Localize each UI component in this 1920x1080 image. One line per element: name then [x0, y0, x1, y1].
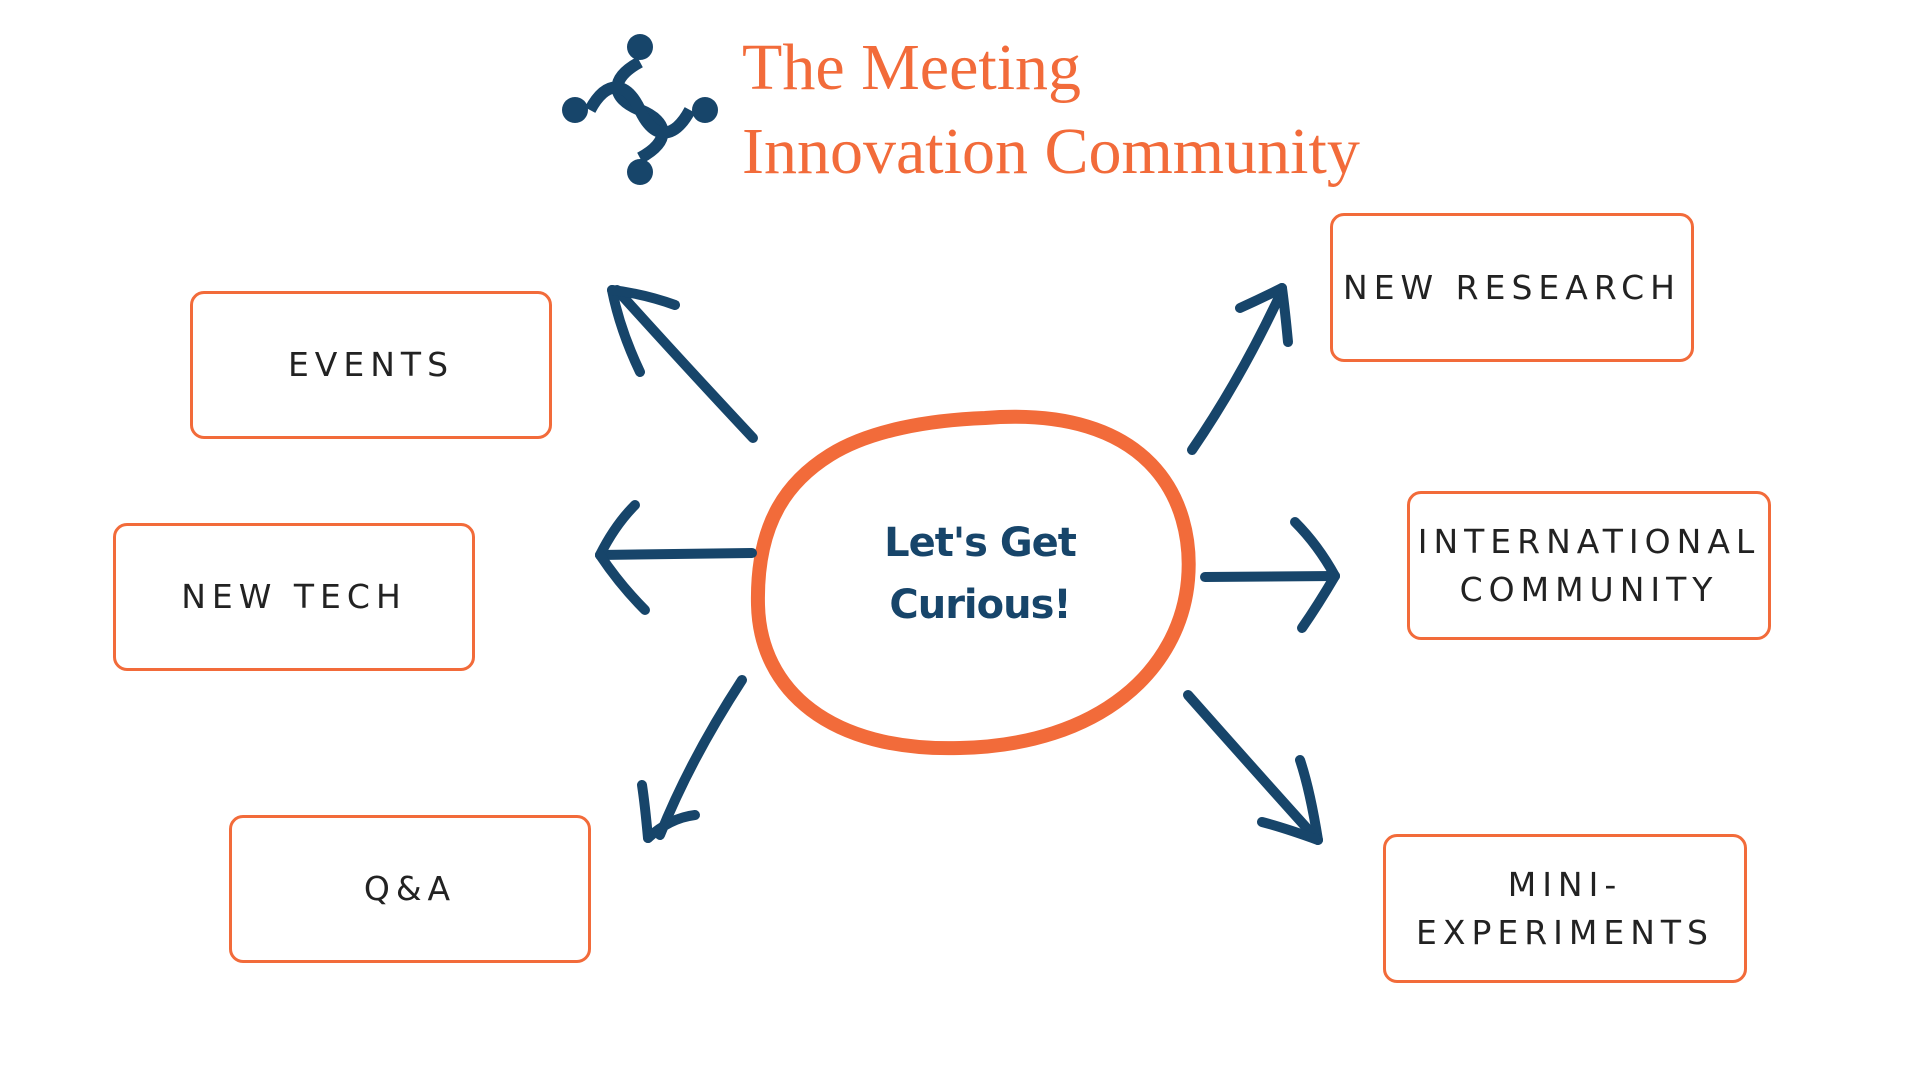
arrow-to-events — [607, 285, 758, 443]
node-international-community-label: INTERNATIONAL COMMUNITY — [1417, 521, 1761, 609]
node-events: EVENTS — [190, 291, 552, 439]
title-line-1: The Meeting — [742, 31, 1082, 104]
node-qa-label: Q&A — [363, 869, 457, 908]
center-ellipse — [750, 409, 1196, 756]
center-line-1: Let's Get — [884, 520, 1077, 566]
arrow-to-mini-experiments — [1183, 690, 1323, 845]
community-logo-icon — [562, 34, 718, 185]
center-line-2: Curious! — [889, 582, 1071, 628]
node-events-label: EVENTS — [287, 345, 455, 384]
arrow-to-international — [1200, 517, 1340, 633]
community-title: The Meeting Innovation Community — [742, 26, 1360, 194]
node-new-research-label: NEW RESEARCH — [1343, 267, 1681, 307]
arrow-to-new-research — [1187, 283, 1293, 455]
center-label: Let's Get Curious! — [810, 512, 1150, 636]
node-mini-experiments: MINI- EXPERIMENTS — [1383, 834, 1747, 983]
arrow-to-qa — [637, 675, 747, 843]
title-line-2: Innovation Community — [742, 115, 1360, 188]
node-new-research: NEW RESEARCH — [1330, 213, 1694, 362]
node-qa: Q&A — [229, 815, 591, 963]
node-international-community: INTERNATIONAL COMMUNITY — [1407, 491, 1771, 640]
arrow-to-new-tech — [595, 500, 757, 615]
node-new-tech: NEW TECH — [113, 523, 475, 671]
node-mini-experiments-label: MINI- EXPERIMENTS — [1416, 864, 1714, 952]
node-new-tech-label: NEW TECH — [181, 577, 407, 616]
